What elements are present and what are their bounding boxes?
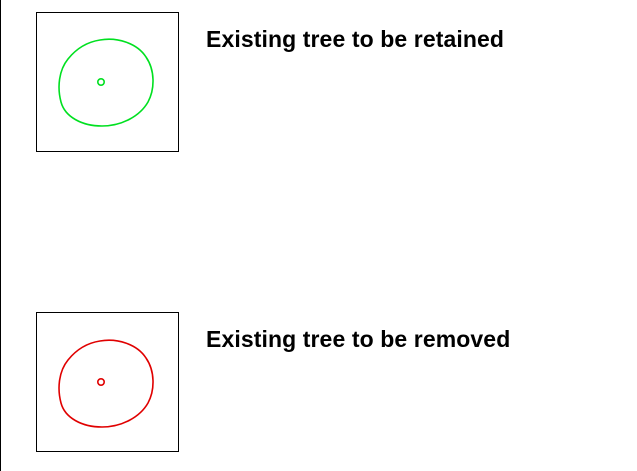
tree-trunk-retained-icon [96,78,105,87]
legend-label-removed: Existing tree to be removed [206,326,511,352]
legend-item-tree-retained: Existing tree to be retained [0,12,637,157]
legend-item-tree-removed: Existing tree to be removed [0,312,637,457]
legend-symbol-box-removed [36,312,179,452]
tree-canopy-removed-icon [58,339,154,428]
tree-removed-symbol [58,339,154,428]
tree-retained-symbol [58,38,154,127]
tree-trunk-removed-icon [96,378,105,387]
left-border-rule [0,0,1,471]
tree-canopy-retained-icon [58,38,154,127]
legend-symbol-box-retained [36,12,179,152]
legend-label-retained: Existing tree to be retained [206,26,505,52]
